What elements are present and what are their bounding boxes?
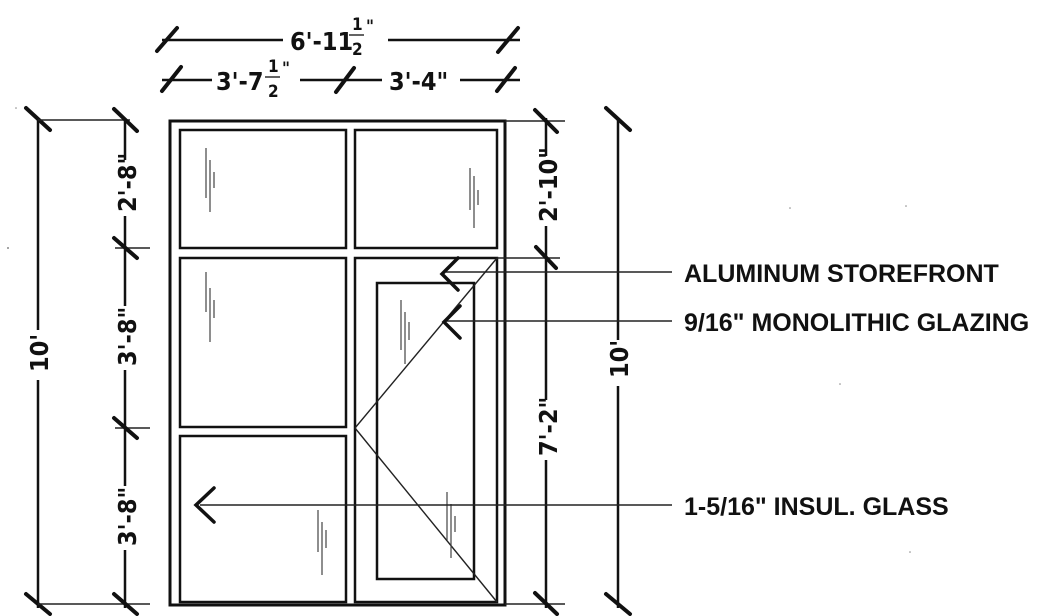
left-bottom-row-label: 3'-8" bbox=[113, 487, 142, 546]
right-overall-height-dimension: 10' bbox=[602, 106, 634, 616]
callout-monolithic: 9/16" MONOLITHIC GLAZING bbox=[441, 304, 1029, 340]
callout-storefront: ALUMINUM STOREFRONT bbox=[439, 256, 999, 292]
scan-specks bbox=[7, 107, 911, 553]
left-mid-row-label: 3'-8" bbox=[113, 307, 142, 366]
overall-width-inch-mark: " bbox=[366, 17, 374, 37]
left-width-whole: 3'-7 bbox=[216, 67, 264, 96]
right-top-row-label: 2'-10" bbox=[534, 147, 563, 222]
right-row-heights-dimension: 2'-10" 7'-2" bbox=[497, 108, 565, 616]
left-overall-height-dimension: 10' bbox=[22, 106, 54, 616]
right-door-height-label: 7'-2" bbox=[534, 397, 563, 456]
monolithic-callout-label: 9/16" MONOLITHIC GLAZING bbox=[684, 309, 1029, 337]
partial-width-dimension: 3'-7 1 2 " 3'-4" bbox=[160, 57, 520, 104]
left-overall-height-label: 10' bbox=[25, 334, 54, 372]
storefront-frame bbox=[168, 119, 507, 607]
callout-insulated: 1-5/16" INSUL. GLASS bbox=[193, 486, 949, 524]
left-width-frac-num: 1 bbox=[268, 57, 279, 77]
left-top-row-label: 2'-8" bbox=[113, 153, 142, 212]
left-row-heights-dimension: 2'-8" 3'-8" 3'-8" bbox=[38, 107, 150, 616]
overall-width-whole: 6'-11 bbox=[290, 27, 353, 56]
right-overall-height-label: 10' bbox=[605, 340, 634, 378]
glass-reflection-marks bbox=[205, 148, 479, 575]
left-width-frac-den: 2 bbox=[268, 82, 279, 102]
overall-width-frac-num: 1 bbox=[352, 15, 363, 35]
overall-width-frac-den: 2 bbox=[352, 40, 363, 60]
storefront-callout-label: ALUMINUM STOREFRONT bbox=[684, 260, 999, 288]
insulated-callout-label: 1-5/16" INSUL. GLASS bbox=[684, 493, 949, 521]
right-width-label: 3'-4" bbox=[389, 67, 448, 96]
left-width-inch-mark: " bbox=[282, 59, 290, 79]
overall-width-dimension: 6'-11 1 2 " bbox=[155, 14, 520, 62]
